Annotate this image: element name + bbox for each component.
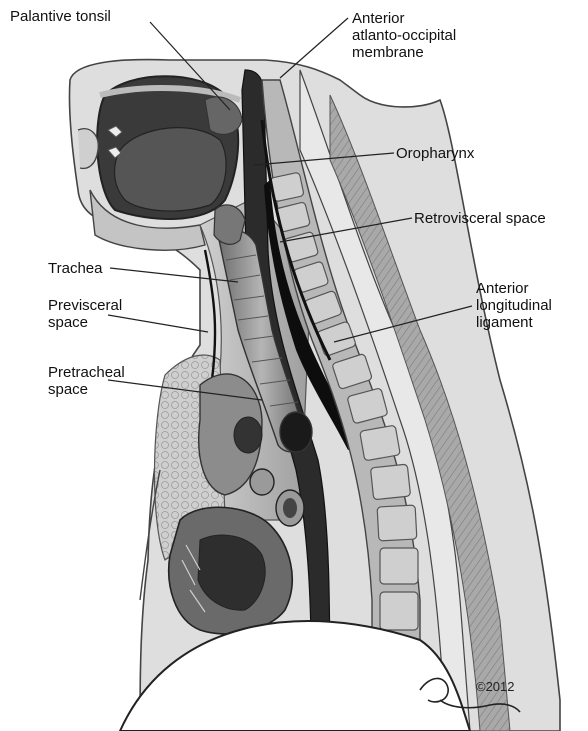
label-palatine-tonsil: Palantive tonsil [10,8,111,25]
label-anterior-membrane: Anterior atlanto-occipital membrane [352,10,456,61]
label-retrovisceral-space: Retrovisceral space [414,210,546,227]
trachea-lumen-end [280,412,312,452]
tongue [115,128,227,211]
label-anterior-ligament: Anterior longitudinal ligament [476,280,552,331]
larynx [214,205,245,245]
label-previsceral-space: Previsceral space [48,297,122,331]
label-oropharynx: Oropharynx [396,145,474,162]
leader-previsceral [108,315,208,332]
label-trachea: Trachea [48,260,102,277]
vessel-lumen [234,417,262,453]
vessel-ring-1 [250,469,274,495]
copyright-year: ©2012 [476,679,515,694]
label-pretracheal-space: Pretracheal space [48,364,125,398]
vessel-lumen-2 [283,498,297,518]
